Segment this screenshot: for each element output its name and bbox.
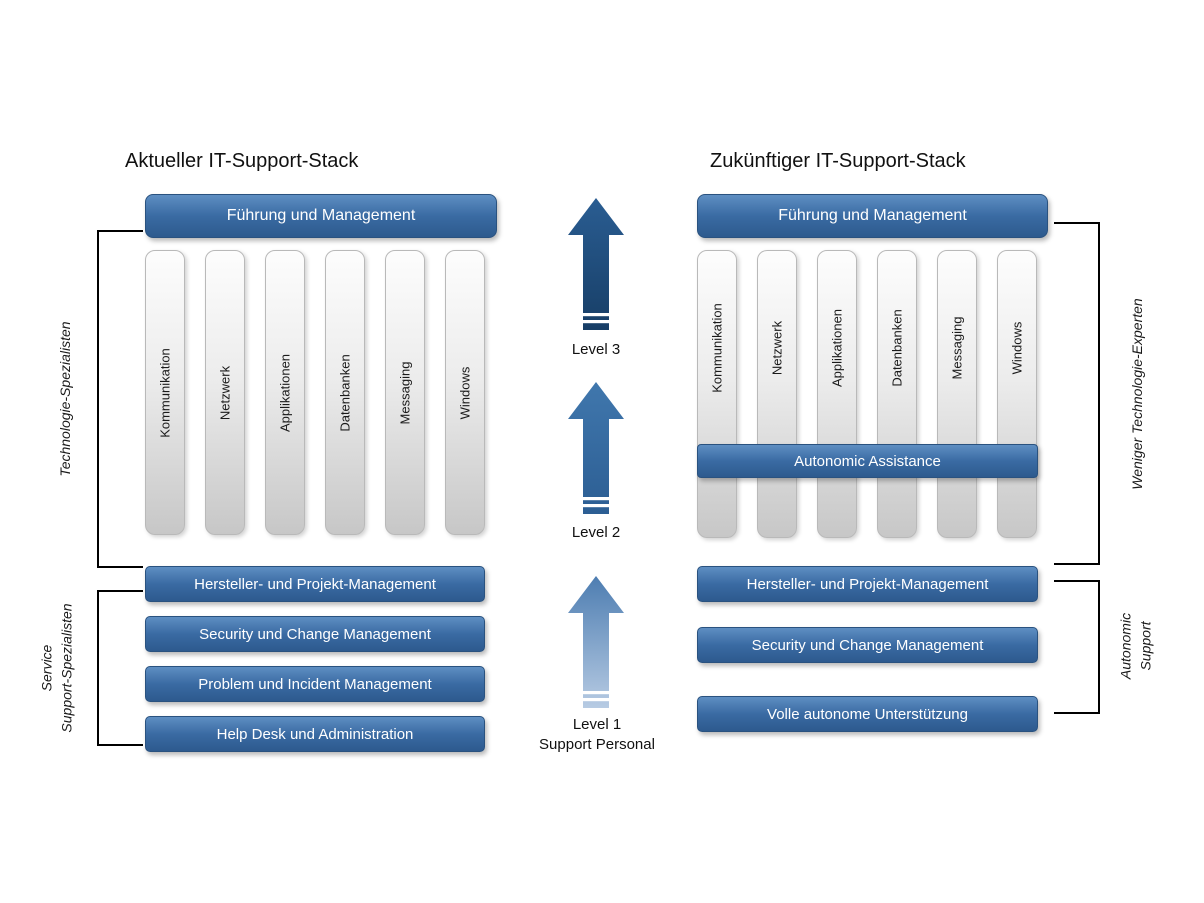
support-layer-bar: Security und Change Management	[145, 616, 485, 652]
support-layer-label: Help Desk und Administration	[216, 725, 414, 743]
left-stack-title: Aktueller IT-Support-Stack	[125, 150, 359, 172]
support-layer-label: Hersteller- und Projekt-Management	[746, 575, 989, 593]
pillar-label: Datenbanken	[889, 309, 905, 387]
pillar: Netzwerk	[757, 250, 797, 538]
support-layer-label: Volle autonome Unterstützung	[767, 705, 968, 723]
pillar: Messaging	[385, 250, 425, 535]
bracket-label-line: Support-Spezialisten	[59, 603, 75, 733]
support-layer-label: Problem und Incident Management	[198, 675, 432, 693]
pillar: Applikationen	[817, 250, 857, 538]
bracket-label-text: Technologie-Spezialisten	[56, 321, 73, 477]
bracket-label-text: Weniger Technologie-Experten	[1128, 298, 1145, 490]
bracket-label-text: Autonomic Support	[1116, 613, 1157, 679]
support-layer-bar: Hersteller- und Projekt-Management	[145, 566, 485, 602]
support-layer-label: Security und Change Management	[751, 636, 984, 654]
pillar: Kommunikation	[145, 250, 185, 535]
pillar: Applikationen	[265, 250, 305, 535]
level-1-arrow	[568, 576, 624, 708]
left-top-bracket	[97, 230, 143, 568]
right-bottom-bracket	[1054, 580, 1100, 714]
level-3-arrow	[568, 198, 624, 330]
pillar-label: Messaging	[397, 361, 413, 424]
right-header-label: Führung und Management	[778, 207, 967, 224]
autonomic-assistance-bar: Autonomic Assistance	[697, 444, 1038, 478]
pillar-label: Windows	[1009, 321, 1025, 375]
right-header-bar: Führung und Management	[697, 194, 1048, 238]
support-layer-bar: Hersteller- und Projekt-Management	[697, 566, 1038, 602]
pillar-label: Kommunikation	[709, 303, 725, 393]
support-layer-label: Security und Change Management	[199, 625, 431, 643]
pillar-label: Messaging	[949, 316, 965, 380]
level-2-label: Level 2	[571, 524, 621, 541]
support-layer-bar: Volle autonome Unterstützung	[697, 696, 1038, 732]
pillar: Windows	[997, 250, 1037, 538]
pillar: Kommunikation	[697, 250, 737, 538]
bracket-label-text: Service Support-Spezialisten	[37, 603, 78, 732]
right-top-bracket	[1054, 222, 1100, 565]
support-layer-bar: Security und Change Management	[697, 627, 1038, 663]
pillar-label: Netzwerk	[769, 320, 785, 376]
pillar-label: Applikationen	[829, 308, 845, 388]
support-layer-label: Hersteller- und Projekt-Management	[194, 575, 436, 593]
autonomic-assistance-label: Autonomic Assistance	[794, 452, 941, 470]
left-bottom-bracket	[97, 590, 143, 746]
level-3-label: Level 3	[571, 341, 621, 358]
right-stack-title: Zukünftiger IT-Support-Stack	[710, 150, 966, 172]
pillar-label: Applikationen	[277, 353, 293, 432]
pillar: Datenbanken	[877, 250, 917, 538]
bracket-label-line: Service	[38, 644, 55, 692]
level-1-label-line: Level 1	[572, 716, 622, 733]
level-2-arrow	[568, 382, 624, 514]
pillar: Datenbanken	[325, 250, 365, 535]
bracket-label-line: Support	[1138, 621, 1154, 671]
support-layer-bar: Problem und Incident Management	[145, 666, 485, 702]
pillar-label: Kommunikation	[157, 347, 173, 438]
pillar: Messaging	[937, 250, 977, 538]
level-1-sublabel: Support Personal	[539, 736, 655, 754]
left-header-bar: Führung und Management	[145, 194, 497, 238]
left-header-label: Führung und Management	[226, 207, 416, 224]
pillar-label: Netzwerk	[217, 365, 233, 420]
pillar-label: Datenbanken	[337, 353, 353, 432]
level-1-label: Level 1 Support Personal	[536, 715, 658, 756]
bracket-label-line: Autonomic	[1117, 612, 1134, 680]
pillar: Netzwerk	[205, 250, 245, 535]
pillar-label: Windows	[457, 366, 473, 419]
pillar: Windows	[445, 250, 485, 535]
support-layer-bar: Help Desk und Administration	[145, 716, 485, 752]
